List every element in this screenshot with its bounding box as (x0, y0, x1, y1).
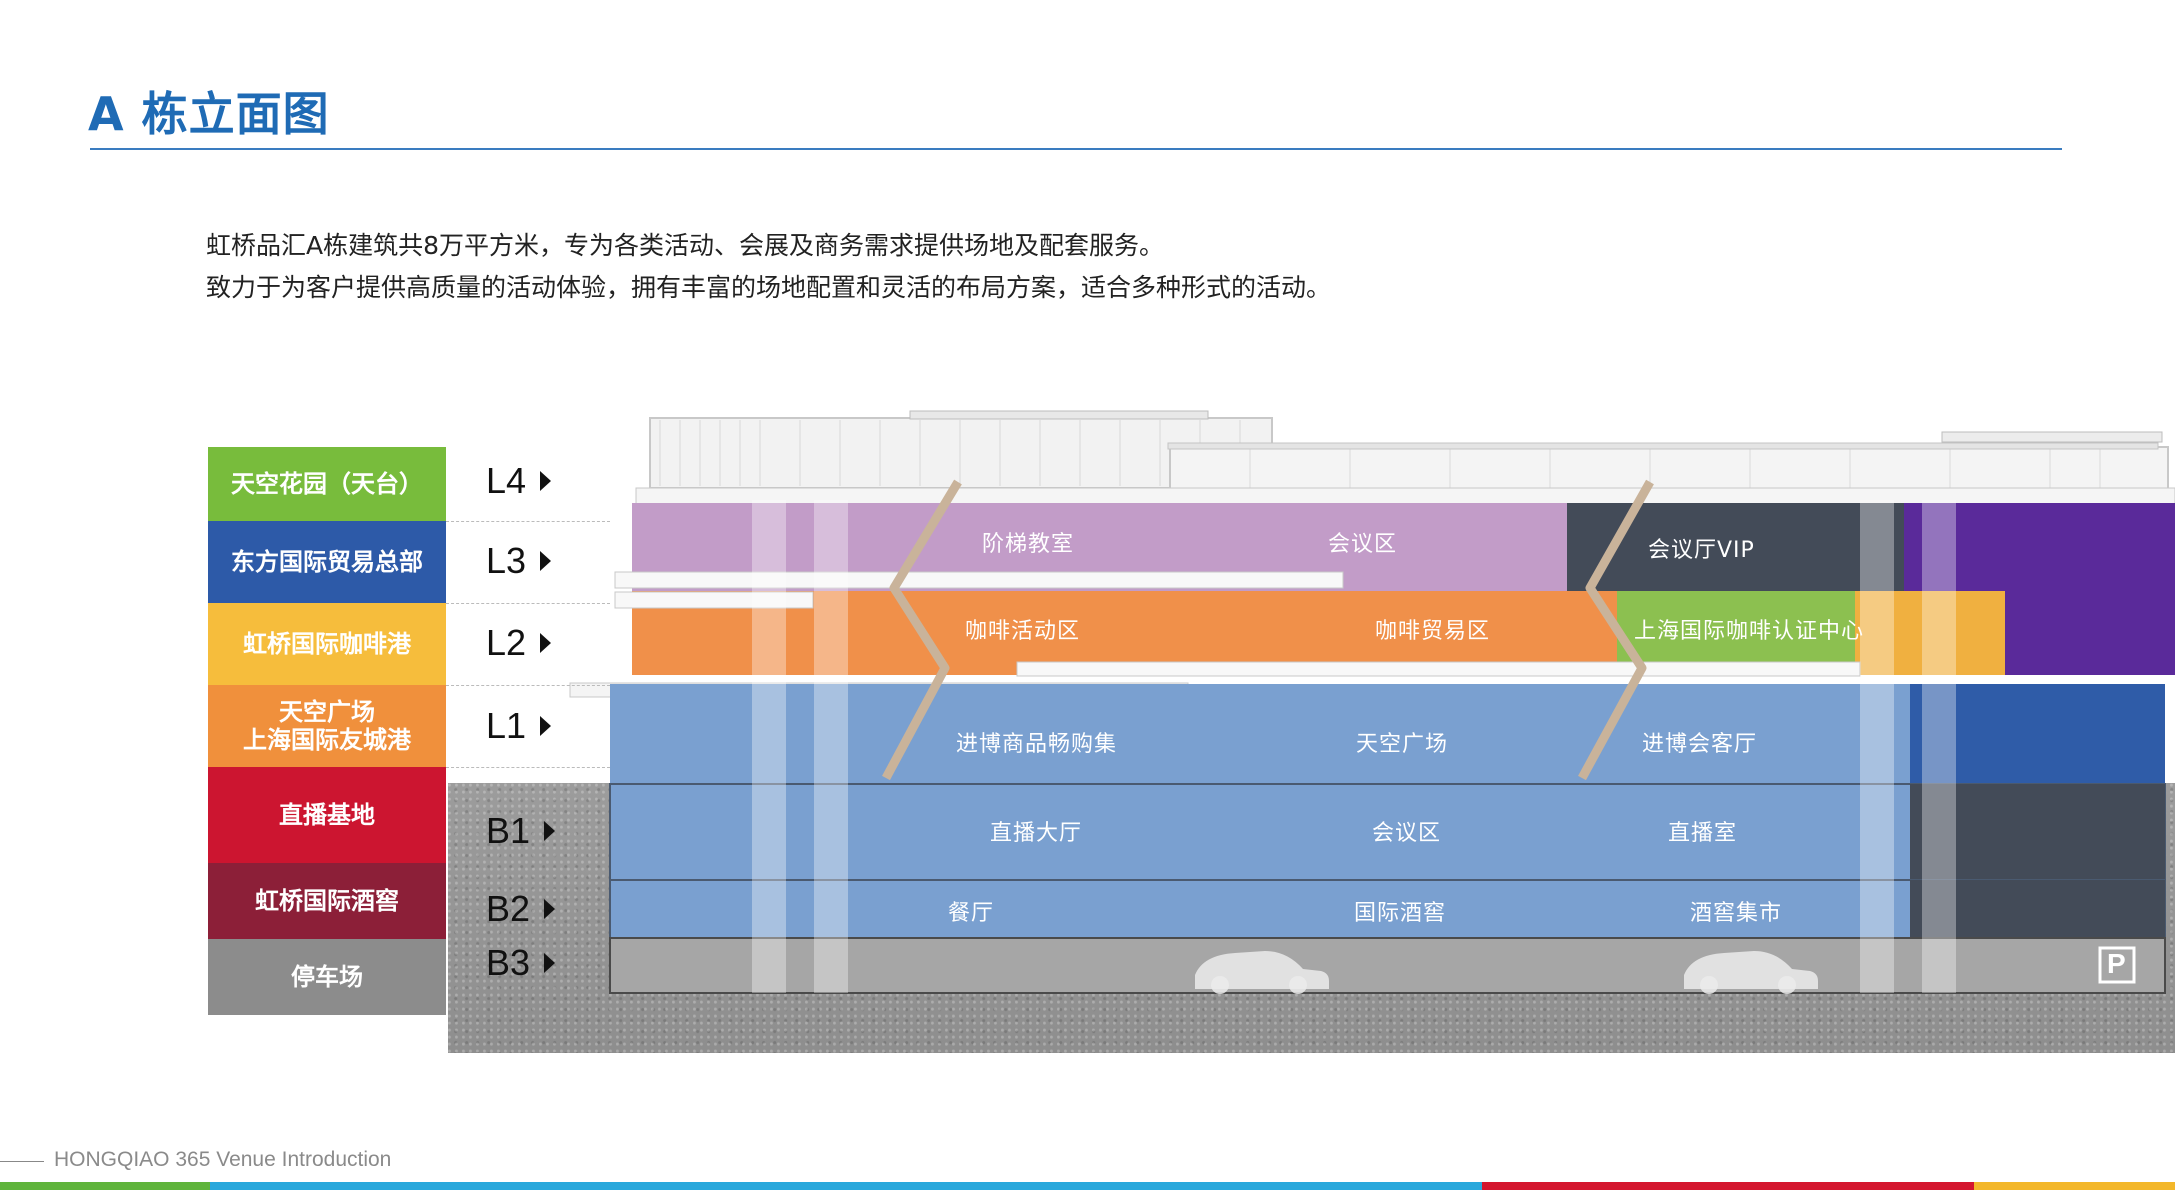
zone-l3-meeting-area: 会议区 (1328, 532, 1398, 557)
zone-b2-cellar-market: 酒窖集市 (1690, 901, 1783, 926)
arrow-right-icon (540, 716, 552, 736)
zone-l1-import-shopping: 进博商品畅购集 (956, 732, 1118, 757)
legend-coffee-port: 虹桥国际咖啡港 (208, 603, 446, 685)
divider (446, 685, 610, 686)
legend-label: 天空花园（天台） (231, 470, 423, 498)
light-shaft-4 (1922, 500, 1956, 993)
description-line-2: 致力于为客户提供高质量的活动体验，拥有丰富的场地配置和灵活的布局方案，适合多种形… (206, 273, 1332, 302)
parking-glyph: P (2107, 948, 2126, 979)
legend-parking: 停车场 (208, 939, 446, 1015)
floor-l2-violet (2005, 591, 2175, 675)
description-line-1: 虹桥品汇A栋建筑共8万平方米，专为各类活动、会展及商务需求提供场地及配套服务。 (206, 231, 1165, 260)
light-shaft-3 (1860, 500, 1894, 993)
divider (446, 603, 610, 604)
legend-label: 虹桥国际酒窖 (255, 887, 399, 915)
floor-l1-deepblue (1910, 684, 2165, 784)
footer-bar-cyan (210, 1182, 1482, 1190)
floor-l1-blue (610, 684, 2165, 784)
floor-label-b3: B3 (486, 942, 556, 984)
footer-bar-red (1482, 1182, 1974, 1190)
legend-label-2: 上海国际友城港 (243, 726, 411, 754)
roof-cap-right (1941, 431, 2163, 443)
zone-b1-live-hall: 直播大厅 (990, 821, 1083, 846)
car-icon (1195, 951, 1329, 994)
legend-live-base: 直播基地 (208, 767, 446, 863)
l3-slab-ledge (614, 571, 1344, 589)
zone-l2-coffee-cert-center: 上海国际咖啡认证中心 (1634, 619, 1865, 644)
legend-label: 东方国际贸易总部 (231, 548, 423, 576)
floor-l2-green (1617, 591, 1855, 675)
zone-l1-expo-lounge: 进博会客厅 (1642, 732, 1758, 757)
floor-b1-dark (1910, 784, 2165, 880)
floor-l3-violet (1904, 503, 2175, 591)
legend-sky-garden: 天空花园（天台） (208, 447, 446, 521)
legend-label: 虹桥国际咖啡港 (243, 630, 411, 658)
floor-b1 (609, 783, 2166, 881)
legend-label: 天空广场 (279, 698, 375, 726)
light-shaft-2 (814, 500, 848, 993)
footer-bar-green (0, 1182, 210, 1190)
arrow-right-icon (540, 471, 552, 491)
l2-slab-ledge-bottom (1016, 661, 1861, 677)
footer-text: HONGQIAO 365 Venue Introduction (54, 1148, 392, 1171)
divider (446, 767, 610, 768)
zone-l1-sky-plaza: 天空广场 (1356, 732, 1449, 757)
footer-bar-yellow (1974, 1182, 2175, 1190)
l2-slab-ledge-left (614, 591, 814, 609)
arrow-right-icon (540, 551, 552, 571)
arrow-right-icon (544, 899, 556, 919)
roof-parapet (1167, 442, 2159, 450)
zone-l2-coffee-trade: 咖啡贸易区 (1375, 619, 1491, 644)
floor-l3-dark (1567, 503, 1904, 591)
escalator-right (1578, 479, 1654, 781)
floor-label-b2: B2 (486, 888, 556, 930)
zone-b2-wine-cellar: 国际酒窖 (1354, 901, 1447, 926)
roof-cap-left (909, 410, 1209, 420)
escalator-left (882, 479, 962, 781)
roof-structure-right (1169, 446, 2169, 492)
arrow-right-icon (544, 821, 556, 841)
light-shaft-1 (752, 500, 786, 993)
roof-structure-left (649, 417, 1273, 489)
title-divider (90, 148, 2062, 150)
page-title: A 栋立面图 (88, 87, 330, 141)
arrow-right-icon (544, 953, 556, 973)
footer-divider (0, 1161, 44, 1162)
floor-b3-parking (609, 937, 2166, 994)
zone-l3-vip-hall: 会议厅VIP (1648, 538, 1755, 563)
legend-sky-plaza: 天空广场 上海国际友城港 (208, 685, 446, 767)
zone-l3-lecture-hall: 阶梯教室 (982, 532, 1075, 557)
zone-l2-coffee-activity: 咖啡活动区 (965, 619, 1081, 644)
parking-icon (2098, 946, 2136, 984)
legend-oriental-trade-hq: 东方国际贸易总部 (208, 521, 446, 603)
arrow-right-icon (540, 633, 552, 653)
floor-label-l4: L4 (486, 460, 552, 502)
zone-b1-live-room: 直播室 (1668, 821, 1738, 846)
floor-b2-dark (1910, 880, 2165, 938)
floor-label-l2: L2 (486, 622, 552, 664)
zone-b1-meeting-area: 会议区 (1372, 821, 1442, 846)
car-icon (1684, 951, 1818, 994)
legend-wine-cellar: 虹桥国际酒窖 (208, 863, 446, 939)
floor-l2-yellow (1855, 591, 2005, 675)
legend-label: 停车场 (291, 963, 363, 991)
floor-label-l3: L3 (486, 540, 552, 582)
legend-label: 直播基地 (279, 801, 375, 829)
floor-label-l1: L1 (486, 705, 552, 747)
floor-label-b1: B1 (486, 810, 556, 852)
zone-b2-restaurant: 餐厅 (948, 901, 995, 926)
divider (446, 521, 610, 522)
